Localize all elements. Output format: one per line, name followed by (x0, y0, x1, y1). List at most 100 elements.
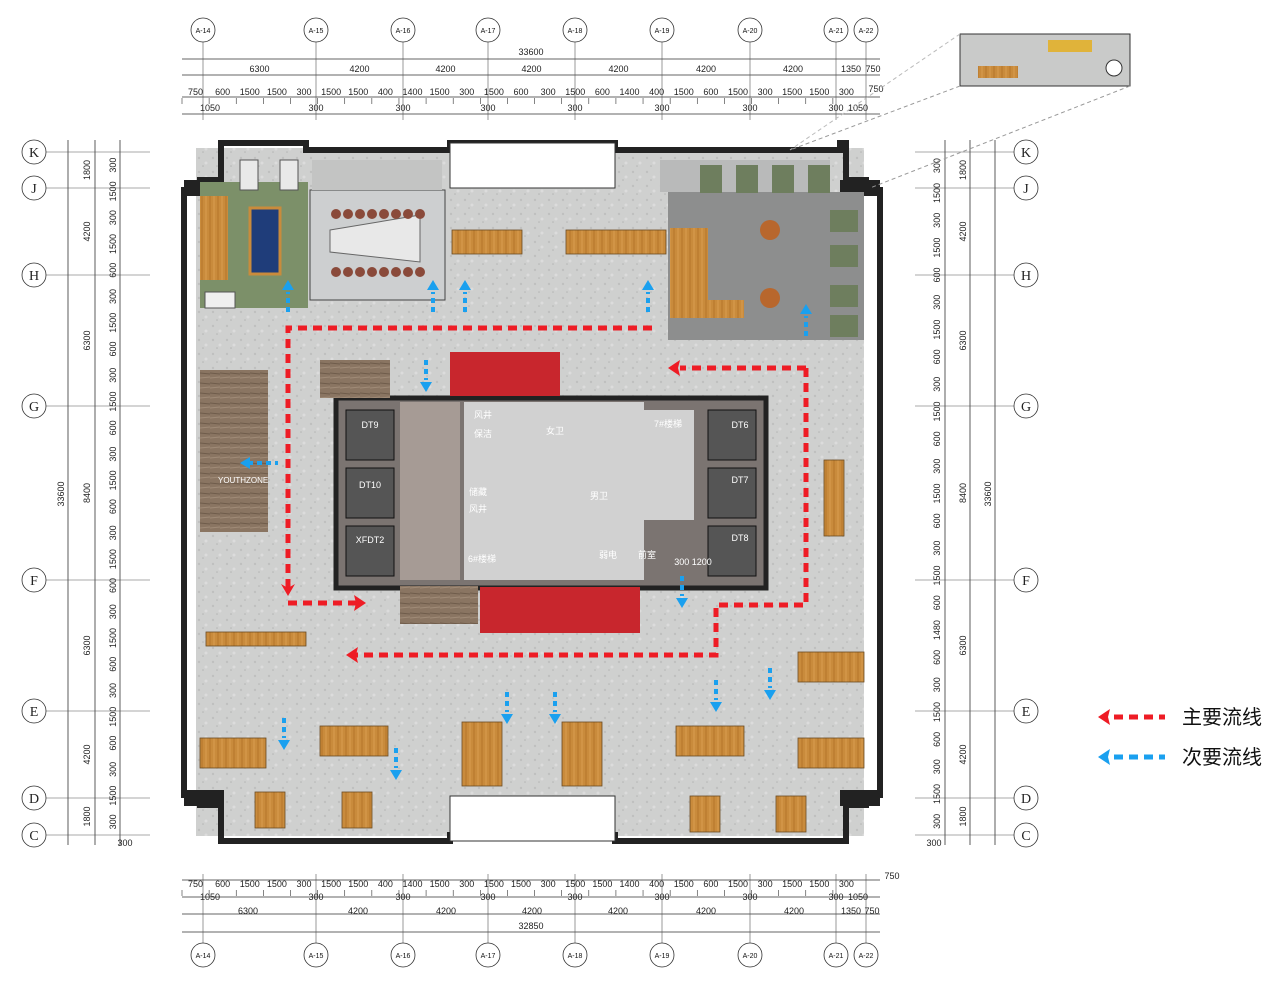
left-inner-25: 300 (108, 814, 118, 829)
desk-icon (205, 631, 307, 647)
right-inner-2: 300 (932, 213, 942, 228)
bottom-dim-row1-4: 300 (297, 879, 312, 889)
top-dim-row2-20: 1500 (728, 87, 748, 97)
legend-secondary: 次要流线 (1098, 746, 1262, 769)
bottom-dim-row1-1: 600 (215, 879, 230, 889)
left-inner-18: 1500 (108, 628, 118, 648)
left-inner-8: 300 (108, 368, 118, 383)
axis-bubble (562, 17, 588, 43)
axis-bubble (853, 942, 879, 968)
axis-label-a-14: A-14 (196, 953, 211, 960)
left-inner-13: 600 (108, 499, 118, 514)
grid-bubble (1013, 393, 1039, 419)
chair-icon (367, 209, 377, 219)
top-dim-row2-2: 1500 (240, 87, 260, 97)
sofa-icon (830, 210, 858, 232)
right-outer-4: 6300 (958, 635, 968, 655)
top-dim-row2-16: 1400 (619, 87, 639, 97)
right-inner-18: 600 (932, 650, 942, 665)
left-inner-9: 1500 (108, 392, 118, 412)
axis-label-a-21: A-21 (829, 953, 844, 960)
bottom-dim-row1-22: 1500 (782, 879, 802, 889)
sofa-icon (736, 165, 758, 193)
chair-icon (391, 209, 401, 219)
lift-dt8-label: DT8 (731, 533, 748, 543)
left-total-dim: 33600 (56, 481, 66, 506)
top-dim-row2-19: 600 (703, 87, 718, 97)
left-inner-6: 1500 (108, 313, 118, 333)
axis-bubble (190, 942, 216, 968)
axis-label-a-21: A-21 (829, 28, 844, 35)
right-total-dim: 33600 (983, 481, 993, 506)
right-outer-5: 4200 (958, 744, 968, 764)
top-dim-row2-7: 400 (378, 87, 393, 97)
right-inner-24: 300 (932, 814, 942, 829)
left-inner-22: 600 (108, 736, 118, 751)
axis-label-a-20: A-20 (743, 28, 758, 35)
left-inner-11: 300 (108, 447, 118, 462)
right-inner-5: 300 (932, 295, 942, 310)
right-inner-1: 1500 (932, 183, 942, 203)
axis-bubble (303, 17, 329, 43)
women-wc-label: 女卫 (546, 425, 564, 436)
grid-letter-g: G (1021, 400, 1031, 415)
left-inner-5: 300 (108, 289, 118, 304)
axis-label-a-20: A-20 (743, 953, 758, 960)
grid-letter-f: F (1022, 574, 1030, 589)
desk-icon (823, 459, 845, 537)
axis-bubble (475, 17, 501, 43)
axis-label-a-17: A-17 (481, 953, 496, 960)
legend-primary: 主要流线 (1098, 706, 1262, 729)
bottom-dim-row1-6: 1500 (348, 879, 368, 889)
right-outer-6: 1800 (958, 806, 968, 826)
secondary-arrow-icon (282, 280, 294, 290)
right-inner-12: 1500 (932, 483, 942, 503)
grid-bubble (1013, 175, 1039, 201)
axis-bubble (737, 17, 763, 43)
grid-letter-c: C (1021, 829, 1030, 844)
bottom-side-note: 750 (884, 871, 899, 881)
desk-icon (689, 795, 721, 833)
secondary-arrow-icon (764, 690, 776, 700)
right-inner-10: 600 (932, 431, 942, 446)
right-inner-23: 1500 (932, 784, 942, 804)
right-inner-21: 600 (932, 732, 942, 747)
bottom-dim-row3-4: 4200 (608, 906, 628, 916)
axis-label-a-19: A-19 (655, 953, 670, 960)
secondary-arrow-icon (642, 280, 654, 290)
left-outer-1: 4200 (82, 221, 92, 241)
lift-dt9-label: DT9 (361, 420, 378, 430)
cafe-area (660, 160, 864, 340)
top-dim-row2-18: 1500 (674, 87, 694, 97)
desk-icon (341, 791, 373, 829)
cafe-table-icon (760, 288, 780, 308)
lift-dt10-label: DT10 (359, 480, 381, 490)
chair-icon (415, 267, 425, 277)
right-inner-17: 1480 (932, 620, 942, 640)
top-dim-row3-0: 1050 (200, 103, 220, 113)
axis-bubble (853, 17, 879, 43)
sofa-icon (830, 315, 858, 337)
grid-bubble (21, 698, 47, 724)
top-dim-row2-17: 400 (649, 87, 664, 97)
sofa-icon (772, 165, 794, 193)
right-outer-3: 8400 (958, 483, 968, 503)
desk-icon (565, 229, 667, 255)
top-dim-row1-5: 4200 (696, 64, 716, 74)
grid-bubble (21, 567, 47, 593)
left-outer-5: 4200 (82, 744, 92, 764)
bottom-dim-row3-8: 750 (864, 906, 879, 916)
left-inner-15: 1500 (108, 549, 118, 569)
storage-label: 储藏 (469, 486, 487, 497)
axis-bubble (562, 942, 588, 968)
right-outer-2: 6300 (958, 330, 968, 350)
desk-icon (797, 651, 865, 683)
bottom-dim-row1-10: 300 (459, 879, 474, 889)
left-inner-0: 300 (108, 158, 118, 173)
left-inner-2: 300 (108, 210, 118, 225)
bottom-dim-row3-5: 4200 (696, 906, 716, 916)
secondary-arrow-icon (420, 382, 432, 392)
top-dim-row2-21: 300 (758, 87, 773, 97)
bottom-dim-row1-5: 1500 (321, 879, 341, 889)
